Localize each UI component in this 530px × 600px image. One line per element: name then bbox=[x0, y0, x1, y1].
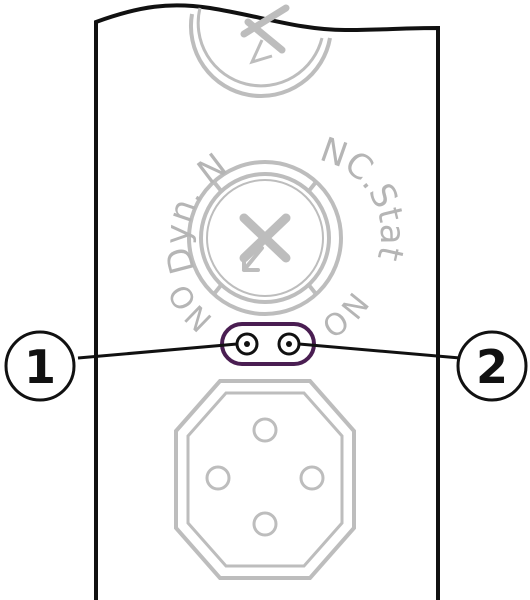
callout-1: 1 bbox=[4, 330, 76, 402]
callout-1-label: 1 bbox=[24, 340, 56, 394]
screw-head-icon bbox=[188, 4, 332, 99]
label-no-left: NO bbox=[162, 278, 219, 338]
label-no-right: NO bbox=[315, 285, 374, 343]
m12-connector-icon bbox=[174, 379, 356, 580]
callout-2-label: 2 bbox=[476, 340, 508, 394]
rotary-switch-icon bbox=[187, 160, 343, 316]
callout-line-left bbox=[77, 342, 238, 360]
label-nc-stat: NC.Stat. bbox=[0, 0, 412, 264]
device-housing bbox=[94, 3, 440, 600]
callout-2: 2 bbox=[456, 330, 528, 402]
callout-line-right bbox=[298, 342, 461, 360]
